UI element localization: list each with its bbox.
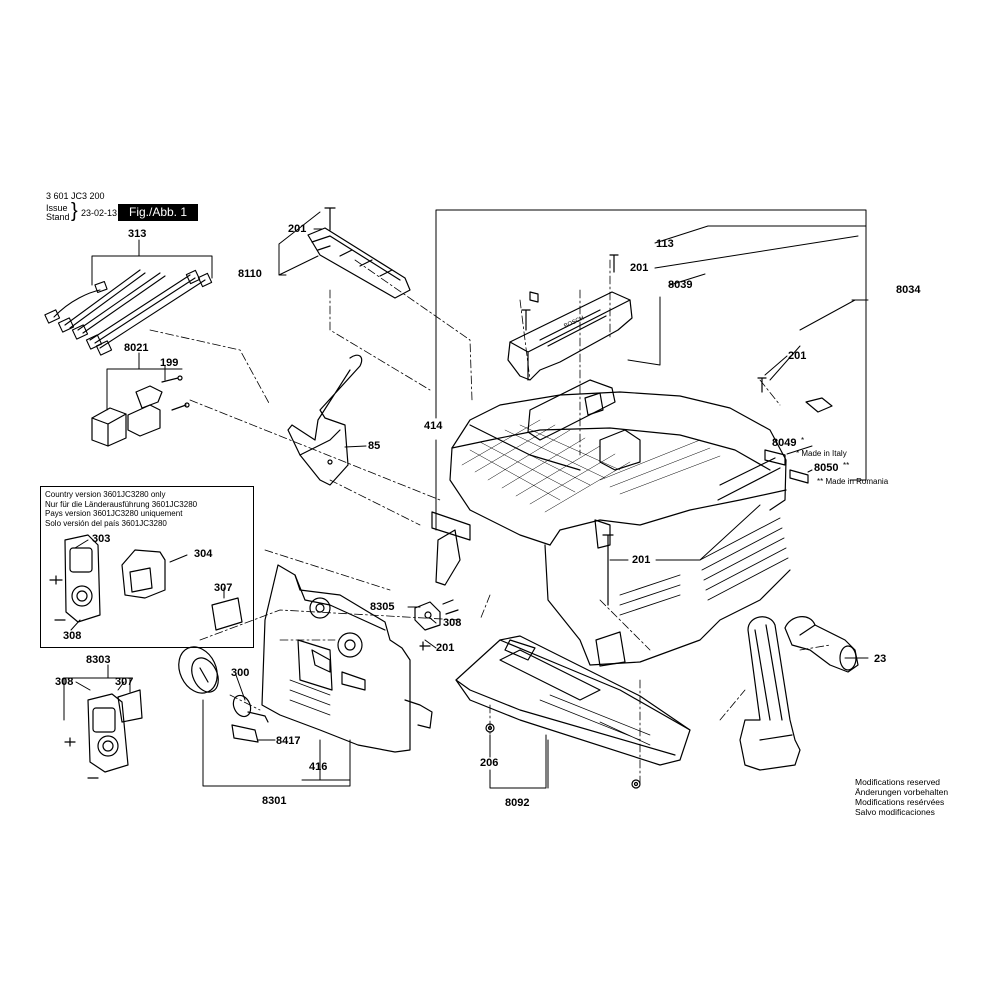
label-8049: 8049: [772, 437, 797, 449]
modifications-line: Modifications resérvées: [855, 797, 945, 807]
switch-8021: [91, 375, 190, 447]
double-star-mark: **: [843, 461, 850, 470]
label-85: 85: [368, 440, 381, 452]
label-308-b: 308: [443, 617, 462, 629]
clip-8305: [414, 599, 459, 651]
label-8303: 8303: [86, 654, 111, 666]
label-313: 313: [128, 228, 147, 240]
country-line: Country version 3601JC3280 only: [45, 490, 166, 499]
modifications-line: Salvo modificaciones: [855, 807, 935, 817]
svg-text:BOSCH: BOSCH: [563, 315, 585, 329]
label-201-c: 201: [788, 350, 807, 362]
country-version-text: Country version 3601JC3280 only Nur für …: [45, 490, 197, 528]
issue-label: Issue: [46, 203, 68, 213]
country-line: Nur für die Länderausführung 3601JC3280: [45, 499, 198, 509]
figure-badge: Fig./Abb. 1: [118, 204, 198, 221]
strap-holder: [739, 616, 801, 771]
label-201-b: 201: [630, 262, 649, 274]
label-8301: 8301: [262, 795, 287, 807]
label-307-b: 307: [115, 676, 134, 688]
socket-8303: [64, 689, 143, 779]
label-303: 303: [92, 533, 111, 545]
label-8417: 8417: [276, 735, 301, 747]
label-113: 113: [656, 238, 674, 250]
knob-300: [178, 646, 269, 743]
label-201-top: 201: [288, 223, 307, 235]
frame-304: [121, 549, 166, 599]
note-made-in-italy: * Made in Italy: [796, 449, 847, 458]
label-300: 300: [231, 667, 250, 679]
handle-8110: [307, 207, 411, 299]
note-made-in-romania: ** Made in Romania: [817, 477, 889, 486]
label-308-c: 308: [55, 676, 74, 688]
stand-label: Stand: [46, 212, 70, 222]
issue-date: 23-02-13: [81, 208, 118, 218]
clamp-23: [784, 616, 859, 673]
front-panel-416: [261, 564, 433, 753]
cable-harness-313: [44, 269, 213, 356]
label-199: 199: [160, 357, 179, 369]
label-8092: 8092: [505, 797, 530, 809]
issue-brace: }: [71, 200, 78, 222]
label-201-e: 201: [436, 642, 455, 654]
label-8034: 8034: [896, 284, 921, 296]
country-version-box: [40, 486, 254, 648]
label-307: [211, 597, 243, 631]
label-plates: [757, 377, 833, 484]
single-star-mark: *: [801, 436, 805, 445]
bottom-plate-8092: [455, 635, 691, 789]
side-panel: [431, 511, 471, 586]
modifications-note: Modifications reserved Änderungen vorbeh…: [855, 777, 948, 817]
label-304: 304: [194, 548, 213, 560]
label-8110: 8110: [238, 268, 262, 280]
label-8050: 8050: [814, 462, 839, 474]
label-8021: 8021: [124, 342, 149, 354]
country-line: Pays version 3601JC3280 uniquement: [45, 509, 183, 518]
label-23: 23: [874, 653, 887, 665]
part-number: 3 601 JC3 200: [46, 191, 105, 201]
socket-303: [49, 534, 101, 623]
assembly-lines: [149, 259, 831, 786]
label-416: 416: [309, 761, 328, 773]
label-8305: 8305: [370, 601, 395, 613]
label-206: 206: [480, 757, 499, 769]
modifications-line: Änderungen vorbehalten: [855, 787, 949, 797]
label-414: 414: [424, 420, 443, 432]
hook-85: [287, 354, 363, 486]
label-8039: 8039: [668, 279, 693, 291]
label-201-d: 201: [632, 554, 651, 566]
housing-414: [449, 379, 791, 667]
handle-8039: BOSCH: [507, 254, 633, 381]
country-line: Solo versión del país 3601JC3280: [45, 518, 167, 528]
label-308-a: 308: [63, 630, 82, 642]
modifications-line: Modifications reserved: [855, 777, 941, 787]
label-307-a: 307: [214, 582, 233, 594]
